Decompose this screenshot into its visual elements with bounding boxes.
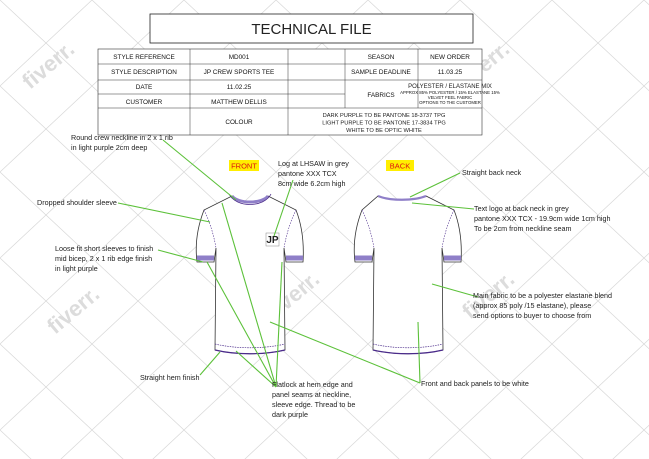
svg-text:(approx 85 poly /15 elastane),: (approx 85 poly /15 elastane), please [473, 301, 591, 310]
svg-text:Dropped shoulder sleeve: Dropped shoulder sleeve [37, 198, 117, 207]
leader-flatlock-3 [235, 350, 277, 388]
svg-text:Main fabric to be a polyester: Main fabric to be a polyester elastane b… [473, 291, 612, 300]
spec-table: STYLE REFERENCE MD001 SEASON NEW ORDER S… [97, 48, 500, 136]
annotation-main-fabric: Main fabric to be a polyester elastane b… [473, 291, 612, 320]
svg-text:To be 2cm from neckline seam: To be 2cm from neckline seam [474, 224, 571, 233]
leader-loose-fit [157, 249, 204, 263]
leader-round-neck [162, 139, 237, 201]
svg-text:Straight hem finish: Straight hem finish [140, 373, 200, 382]
colour-line: LIGHT PURPLE TO BE PANTONE 17-3834 TPG [322, 121, 446, 127]
style-reference-value: MD001 [229, 54, 250, 61]
svg-text:pantone XXX TCX: pantone XXX TCX [278, 169, 337, 178]
annotation-round-neck: Round crew neckline in 2 x 1 rib in ligh… [71, 133, 173, 152]
annotation-straight-hem: Straight hem finish [140, 373, 200, 382]
svg-text:sleeve edge. Thread to be: sleeve edge. Thread to be [272, 400, 355, 409]
fabrics-line: VELVET FEEL FABRIC [428, 95, 473, 100]
annotation-text-logo: Text logo at back neck in grey pantone X… [474, 204, 611, 233]
leader-panels-white-1 [269, 321, 421, 384]
page-title: TECHNICAL FILE [251, 21, 371, 38]
annotation-dropped-shoulder: Dropped shoulder sleeve [37, 198, 117, 207]
leader-flatlock-4 [275, 261, 283, 388]
style-description-label: STYLE DESCRIPTION [111, 69, 177, 76]
svg-text:Log at LHSAW in grey: Log at LHSAW in grey [278, 159, 349, 168]
svg-text:Front and back panels to be wh: Front and back panels to be white [421, 379, 529, 388]
colour-line: DARK PURPLE TO BE PANTONE 18-3737 TPG [323, 113, 446, 119]
svg-text:in light purple 2cm deep: in light purple 2cm deep [71, 143, 147, 152]
sample-deadline-label: SAMPLE DEADLINE [351, 69, 411, 76]
back-tshirt-drawing [353, 194, 462, 355]
title-box [149, 13, 474, 44]
svg-text:send options to buyer to choos: send options to buyer to choose from [473, 311, 591, 320]
leader-text-logo [411, 202, 475, 210]
svg-text:pantone XXX TCX - 19.9cm wide: pantone XXX TCX - 19.9cm wide 1cm high [474, 214, 611, 223]
fabrics-line: OPTIONS TO THE CUSTOMER [419, 100, 481, 105]
back-tag-label: BACK [390, 162, 410, 171]
fabrics-line: APPROX 85% POLYESTER / 15% ELASTANE 15% [400, 90, 500, 95]
leader-straight-hem [199, 351, 221, 376]
season-label: SEASON [368, 54, 395, 61]
svg-text:Round crew neckline in 2 x 1 r: Round crew neckline in 2 x 1 rib [71, 133, 173, 142]
annotation-panels-white: Front and back panels to be white [421, 379, 529, 388]
svg-text:Loose fit short sleeves to fin: Loose fit short sleeves to finish [55, 244, 153, 253]
fabrics-label: FABRICS [367, 92, 394, 99]
leader-lines [117, 139, 479, 388]
customer-label: CUSTOMER [126, 99, 163, 106]
front-tag [229, 160, 259, 171]
leader-flatlock-2 [206, 261, 277, 388]
sample-deadline-value: 11.03.25 [438, 69, 463, 76]
leader-flatlock-1 [221, 202, 277, 388]
annotation-log-logo: Log at LHSAW in grey pantone XXX TCX 8cm… [278, 159, 349, 188]
annotation-straight-back-neck: Straight back neck [462, 168, 522, 177]
leader-dropped-shoulder [117, 202, 211, 223]
customer-value: MATTHEW DELLIS [211, 99, 267, 106]
back-tag [386, 160, 414, 171]
leader-panels-white-2 [417, 321, 421, 384]
svg-text:Text logo at back neck in grey: Text logo at back neck in grey [474, 204, 569, 213]
svg-text:Flatlock at hem edge and: Flatlock at hem edge and [272, 380, 353, 389]
colour-label: COLOUR [225, 119, 253, 126]
front-tag-label: FRONT [231, 162, 257, 171]
leader-main-fabric [431, 283, 479, 298]
date-label: DATE [136, 84, 153, 91]
front-logo-text: JP [266, 235, 279, 246]
leader-log-logo [273, 179, 294, 237]
colour-line: WHITE TO BE OPTIC WHITE [346, 128, 422, 134]
svg-text:8cm wide 6.2cm high: 8cm wide 6.2cm high [278, 179, 346, 188]
svg-text:in light purple: in light purple [55, 264, 98, 273]
date-value: 11.02.25 [227, 84, 252, 91]
annotation-flatlock: Flatlock at hem edge and panel seams at … [272, 380, 355, 419]
style-reference-label: STYLE REFERENCE [113, 54, 174, 61]
svg-text:mid bicep, 2 x 1 rib edge fini: mid bicep, 2 x 1 rib edge finish [55, 254, 152, 263]
svg-text:panel seams at neckline,: panel seams at neckline, [272, 390, 351, 399]
front-logo [265, 232, 280, 247]
season-value: NEW ORDER [430, 54, 470, 61]
annotation-loose-fit: Loose fit short sleeves to finish mid bi… [55, 244, 153, 273]
fabrics-line: POLYESTER / ELASTANE MIX [408, 84, 492, 90]
svg-text:Straight back neck: Straight back neck [462, 168, 522, 177]
style-description-value: JP CREW SPORTS TEE [204, 69, 275, 76]
svg-text:dark purple: dark purple [272, 410, 308, 419]
leader-straight-back-neck [409, 172, 461, 198]
